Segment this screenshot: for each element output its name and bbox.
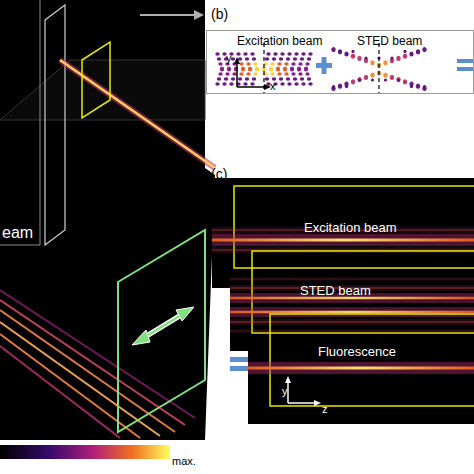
sted-stripes [0,290,195,438]
axes [285,376,321,406]
beam-glow [248,362,474,374]
beam [230,311,474,314]
arrow-head [194,10,204,20]
panel-title: STED beam [300,283,371,298]
beam-glow [212,234,474,246]
green-slice [118,230,205,432]
axis-label: x [270,80,276,92]
plus-symbol [316,57,332,74]
beam-glow [230,277,474,281]
colorbar-label: max. [172,455,196,467]
beam [230,331,474,332]
image-panel: Fluorescence [248,306,474,424]
axis-label: y [282,385,288,397]
panel-title: Excitation beam [304,220,397,235]
volume-edge [40,0,41,245]
panel-title: Fluorescence [318,344,396,359]
pointer-arrow [140,14,196,16]
beam-glow [230,329,474,333]
beam-glow [230,307,474,317]
panel-label: (c) [211,166,227,182]
arrow-head [176,307,194,321]
axes [234,57,271,90]
panel-box: Excitation beam STED beam [206,30,474,94]
volume [0,0,215,440]
beam-glow [230,319,474,325]
arrow-head [132,330,150,345]
equals-symbol [457,59,473,71]
equals-symbol [230,357,250,371]
beam [230,279,474,280]
axis-label: y [226,52,232,64]
slice-frame [45,5,65,245]
beam [212,239,474,242]
image-panel: STED beam [230,243,474,351]
panel-label: (b) [211,6,228,22]
panel-title: Excitation beam [237,34,322,48]
beam [248,367,474,370]
beam [60,60,215,168]
yellow-slice [82,42,110,118]
dashed-line [378,43,379,94]
volume-label: eam [2,224,33,242]
panel-title: STED beam [357,34,422,48]
panel-image [248,306,474,424]
yellow-frame [270,314,474,406]
beam [230,321,474,323]
axis-label: z [322,403,328,415]
volume-edge [0,245,40,246]
colorbar [0,445,170,459]
beam-glow [60,60,215,168]
